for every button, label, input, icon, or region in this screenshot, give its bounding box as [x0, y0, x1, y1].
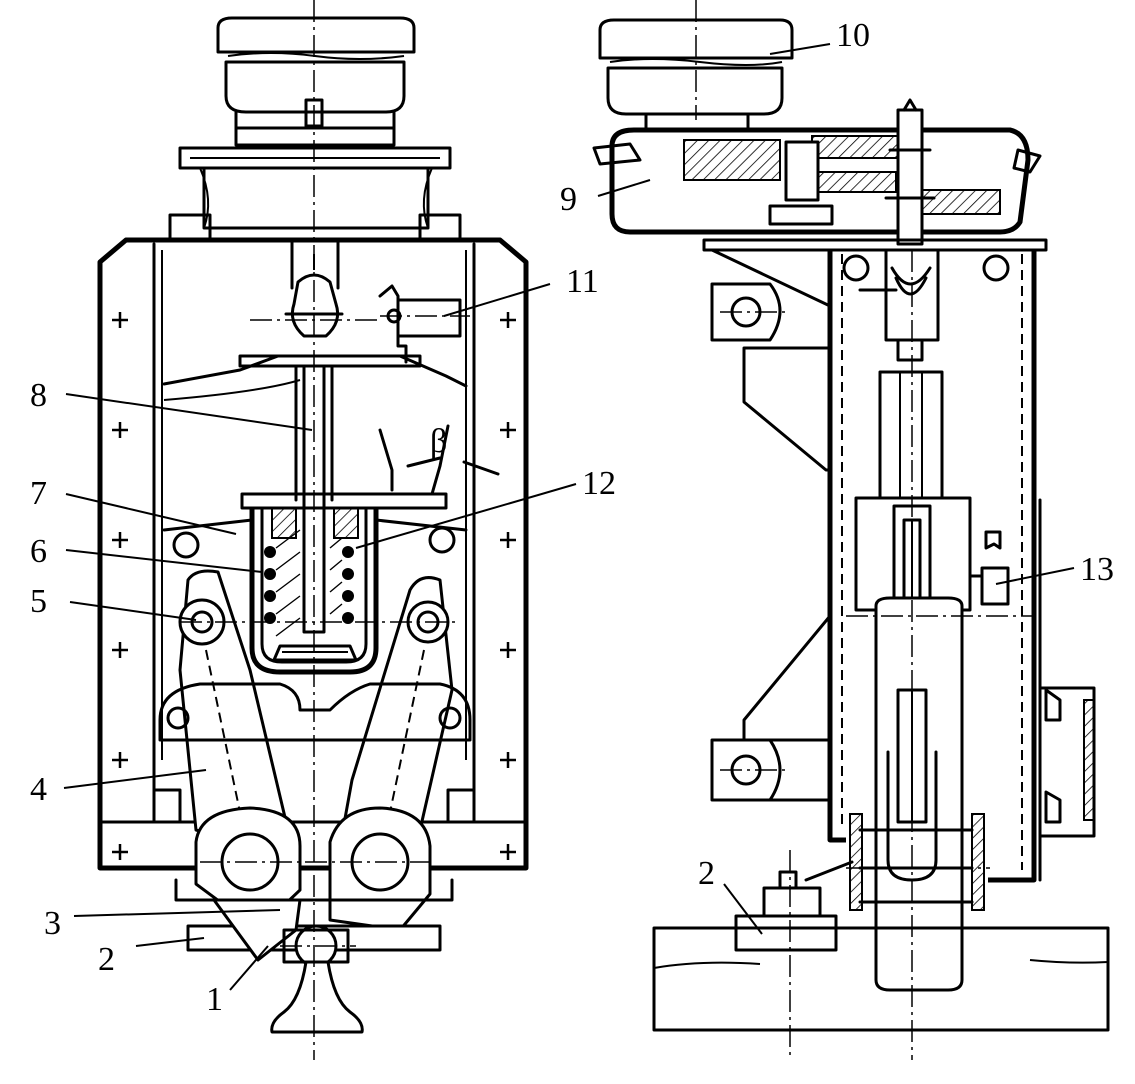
label-1: 1	[206, 981, 223, 1018]
callout-labels: 1 2 3 4 5 6 7 8 12 11 9 10 13 2	[30, 17, 1114, 1018]
front-right-arm	[338, 576, 454, 861]
side-channel-body	[827, 250, 1042, 883]
side-bottom-shoe	[652, 860, 1110, 1032]
label-2-side: 2	[698, 855, 715, 892]
label-9: 9	[560, 181, 577, 218]
front-rivet-marks	[112, 312, 516, 860]
front-spring-housing	[240, 492, 448, 675]
label-13: 13	[1080, 551, 1114, 588]
side-view	[592, 0, 1110, 1060]
side-right-brackets	[1038, 686, 1096, 838]
side-rod-joint	[858, 248, 944, 500]
label-7: 7	[30, 475, 47, 512]
label-6: 6	[30, 533, 47, 570]
label-3: 3	[44, 905, 61, 942]
side-mount-bracket	[710, 248, 832, 802]
front-pivot-plate	[158, 518, 472, 742]
front-bracket-11	[378, 284, 462, 364]
leader-lines	[63, 43, 1075, 991]
label-2: 2	[98, 941, 115, 978]
label-10: 10	[836, 17, 870, 54]
front-outer-frame	[97, 237, 529, 871]
label-4: 4	[30, 771, 47, 808]
label-5: 5	[30, 583, 47, 620]
side-base-plate	[702, 238, 1048, 282]
spring-coils	[264, 529, 354, 637]
side-top-cylinder-10	[598, 18, 794, 132]
front-top-flange	[168, 98, 462, 242]
front-cylinder-plate	[162, 354, 468, 634]
front-centerlines	[180, 0, 470, 1060]
label-12: 12	[582, 465, 616, 502]
side-switch-13	[968, 530, 1010, 606]
side-slotted-link	[849, 496, 985, 992]
side-box-9	[592, 98, 1042, 246]
side-centerlines	[695, 0, 1034, 1060]
front-trigger-lever: β	[378, 423, 500, 496]
label-8: 8	[30, 377, 47, 414]
front-view: β	[97, 0, 529, 1060]
svg-text:β: β	[430, 423, 447, 460]
label-11: 11	[566, 263, 599, 300]
front-top-cylinder	[216, 16, 416, 130]
